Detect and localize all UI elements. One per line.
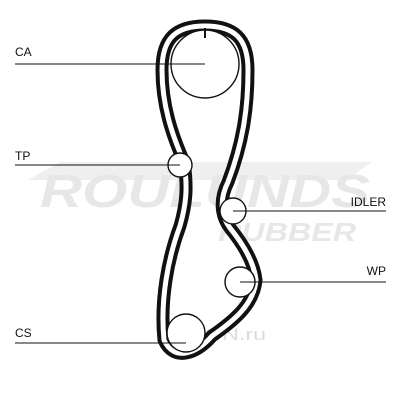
component-labels: CA TP IDLER WP CS [15,45,386,340]
crankshaft-pulley [166,313,206,353]
label-wp: WP [367,264,386,278]
label-idler: IDLER [351,195,387,209]
label-ca: CA [15,45,32,59]
brand-watermark: ROULUNDS RUBBER OZON.ru [28,162,372,344]
label-tp: TP [15,149,30,163]
leader-lines [15,63,386,344]
label-cs: CS [15,326,32,340]
watermark-swoosh [28,162,372,180]
watermark-brand-top: ROULUNDS [40,165,370,217]
